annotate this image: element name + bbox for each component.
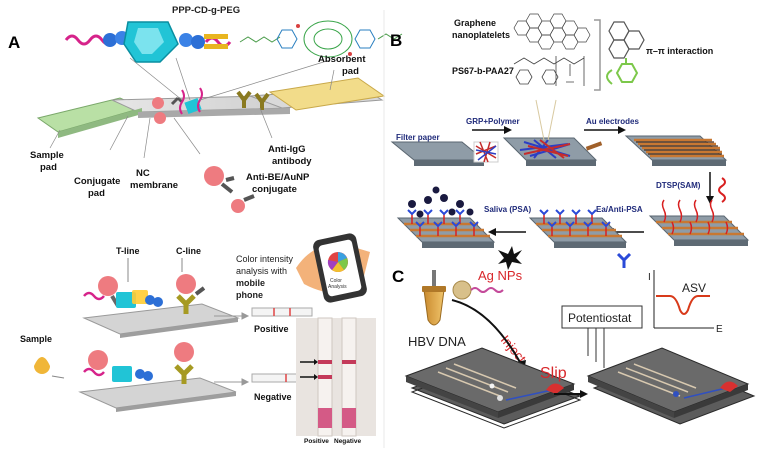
positive-label: Positive bbox=[254, 324, 289, 334]
pi-pi-label: π–π interaction bbox=[646, 46, 713, 56]
inject-arrow bbox=[451, 299, 523, 367]
arrow-2-head bbox=[618, 126, 626, 134]
sample-label: Sample bbox=[20, 334, 52, 344]
dtsp-label: DTSP(SAM) bbox=[656, 181, 701, 190]
polymer-label: PPP-CD-g-PEG bbox=[172, 5, 240, 16]
slip-label: Slip bbox=[540, 365, 567, 382]
panel-b: B Graphene nanoplatelets PS67-b-PAA27 bbox=[390, 13, 750, 270]
polymer-cartoon bbox=[64, 21, 232, 63]
color-analysis-line-3: mobile bbox=[236, 278, 265, 288]
tube-icon bbox=[422, 270, 446, 326]
photo-positive-label: Positive bbox=[304, 438, 329, 445]
psa-star-icon bbox=[498, 246, 522, 270]
electrode-piece bbox=[585, 141, 603, 151]
positive-result-strip bbox=[251, 307, 313, 317]
grp-polymer-label: GRP+Polymer bbox=[466, 117, 520, 126]
ag-np-icon bbox=[452, 280, 472, 300]
panel-a: A PPP-CD-g-PEG bbox=[8, 5, 403, 445]
result-arrows bbox=[214, 312, 250, 386]
slip-arrow-head bbox=[580, 390, 588, 398]
asv-axis-e: E bbox=[716, 324, 723, 335]
c-line-label: C-line bbox=[176, 246, 201, 256]
antibody-slab bbox=[528, 209, 628, 248]
polymer-name-label: PS67-b-PAA27 bbox=[452, 66, 514, 76]
anti-igg-label-1: Anti-IgG bbox=[268, 144, 305, 155]
grp-mesh-inset bbox=[473, 141, 499, 163]
graphene-label-1: Graphene bbox=[454, 18, 496, 28]
antibody-icon bbox=[616, 252, 632, 268]
dtsp-slab bbox=[648, 199, 750, 246]
dna-strand-icon bbox=[470, 287, 504, 293]
negative-strip bbox=[78, 342, 237, 412]
potentiostat-label: Potentiostat bbox=[568, 311, 632, 325]
t-line-label: T-line bbox=[116, 246, 140, 256]
slip-chip-right bbox=[586, 347, 756, 425]
callout-lines bbox=[49, 57, 335, 159]
slip-chip-left bbox=[404, 347, 582, 429]
graphene-structure bbox=[513, 13, 591, 50]
phone-screen-line-1: Color bbox=[330, 278, 342, 284]
panel-c-letter: C bbox=[392, 267, 404, 286]
psa-slab bbox=[396, 186, 496, 248]
arrow-down-head bbox=[706, 196, 714, 204]
strips-photo: Positive Negative bbox=[296, 317, 376, 445]
strip-molecules bbox=[152, 87, 270, 124]
color-analysis-line-4: phone bbox=[236, 290, 263, 300]
dtsp-molecule-icon bbox=[718, 177, 726, 203]
color-analysis-line-2: analysis with bbox=[236, 266, 287, 276]
panel-c: C HBV DNA Ag NPs Inject bbox=[392, 267, 756, 429]
asv-axis-i: I bbox=[648, 272, 651, 283]
conjugate-pad-label-1: Conjugate bbox=[74, 176, 120, 187]
asv-label: ASV bbox=[682, 281, 706, 295]
positive-strip bbox=[82, 274, 240, 338]
sample-pad-label-2: pad bbox=[40, 162, 57, 173]
saliva-label: Saliva (PSA) bbox=[484, 205, 531, 214]
bracket bbox=[594, 19, 601, 91]
sample-arrow bbox=[51, 375, 65, 379]
lateral-flow-strip bbox=[36, 77, 386, 138]
phone-icon: Color Analysis bbox=[296, 233, 370, 303]
equals-sign bbox=[204, 34, 228, 49]
graphene-label-2: nanoplatelets bbox=[452, 30, 510, 40]
conjugate-icon bbox=[204, 166, 255, 213]
potentiostat-wires bbox=[587, 328, 605, 368]
anti-igg-label-2: antibody bbox=[272, 156, 312, 167]
grp-slab bbox=[502, 99, 598, 166]
sample-drop-icon bbox=[34, 357, 50, 374]
anti-be-label-2: conjugate bbox=[252, 184, 297, 195]
electrode-slab bbox=[624, 135, 728, 166]
filter-paper-slab bbox=[390, 141, 486, 166]
absorbent-pad-label-1: Absorbent bbox=[318, 54, 366, 65]
phone-screen-line-2: Analysis bbox=[328, 284, 347, 290]
ps-paa-structure bbox=[513, 56, 585, 86]
ea-anti-psa-label: Ea/Anti-PSA bbox=[596, 205, 643, 214]
panel-a-letter: A bbox=[8, 33, 20, 52]
nc-membrane-label-2: membrane bbox=[130, 180, 178, 191]
arrow-4-head bbox=[488, 228, 496, 236]
filter-paper-label: Filter paper bbox=[396, 133, 440, 142]
absorbent-pad-label-2: pad bbox=[342, 66, 359, 77]
pi-pi-structure bbox=[606, 21, 645, 85]
hbv-dna-label: HBV DNA bbox=[408, 334, 466, 349]
polymer-structure bbox=[239, 20, 403, 58]
asv-plot bbox=[653, 270, 714, 329]
color-analysis-line-1: Color intensity bbox=[236, 254, 294, 264]
ag-nps-label: Ag NPs bbox=[478, 268, 523, 283]
arrow-1-head bbox=[504, 126, 512, 134]
conjugate-pad-label-2: pad bbox=[88, 188, 105, 199]
photo-negative-label: Negative bbox=[334, 438, 361, 445]
potentiostat-box bbox=[561, 305, 643, 329]
negative-label: Negative bbox=[254, 392, 292, 402]
nc-membrane-label-1: NC bbox=[136, 168, 150, 179]
panel-b-letter: B bbox=[390, 31, 402, 50]
anti-be-label-1: Anti-BE/AuNP bbox=[246, 172, 310, 183]
sample-pad-label-1: Sample bbox=[30, 150, 64, 161]
au-electrodes-label: Au electrodes bbox=[586, 117, 639, 126]
